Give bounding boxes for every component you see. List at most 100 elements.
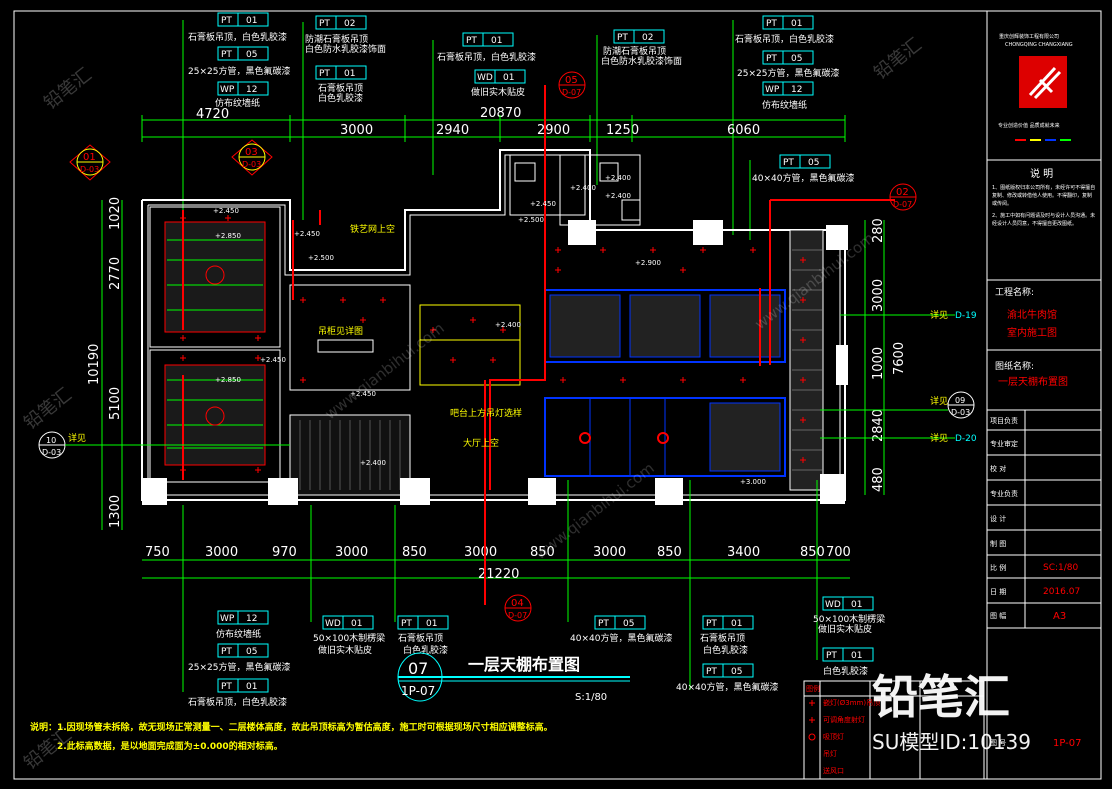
svg-text:+2.450: +2.450 (260, 356, 286, 364)
drawing-label: 图纸名称: (995, 360, 1034, 372)
dim-left-total: 10190 (87, 344, 102, 385)
note: 仿布纹墙纸 (215, 97, 260, 109)
svg-text:05: 05 (565, 75, 578, 86)
top-tags: PT 01 石膏板吊顶，白色乳胶漆 PT 05 25×25方管，黑色氟碳漆 WP… (182, 12, 854, 240)
dim-right: 280 (871, 218, 886, 243)
svg-text:嵌灯(Ø3mm)吊顶: 嵌灯(Ø3mm)吊顶 (823, 698, 880, 707)
dim-right: 2840 (871, 409, 886, 442)
dim-left: 2770 (108, 257, 123, 290)
date-value: 2016.07 (1043, 587, 1080, 597)
dim-bottom: 3400 (727, 545, 760, 560)
svg-text:+3.000: +3.000 (740, 478, 766, 486)
svg-text:项目负责: 项目负责 (990, 416, 1018, 425)
tag-num: 01 (791, 19, 802, 29)
svg-text:专业负责: 专业负责 (990, 489, 1018, 498)
tag-code: WD (477, 73, 493, 83)
svg-text:50×100木制楞梁: 50×100木制楞梁 (313, 632, 385, 644)
detail-refs: 详见 D-19 详见 详见 D-20 详见 (65, 309, 977, 446)
svg-text:+2.450: +2.450 (530, 200, 556, 208)
svg-text:+2.450: +2.450 (213, 207, 239, 215)
svg-text:03: 03 (245, 147, 258, 158)
room-labels: 铁艺网上空 吊柜见详图 大厅上空 吧台上方吊灯选样 (318, 223, 522, 449)
svg-text:吊灯: 吊灯 (823, 749, 837, 758)
svg-text:40×40方管，黑色氟碳漆: 40×40方管，黑色氟碳漆 (676, 681, 778, 693)
dim-bottom: 850 (800, 545, 825, 560)
watermark-id: SU模型ID:10139 (872, 730, 1031, 754)
svg-text:+2.450: +2.450 (294, 230, 320, 238)
size-value: A3 (1053, 611, 1066, 622)
dim-right: 3000 (871, 279, 886, 312)
svg-text:比 例: 比 例 (990, 563, 1006, 572)
section-02: 02 D-07 (889, 183, 917, 211)
dim-bottom: 850 (657, 545, 682, 560)
note: 仿布纹墙纸 (762, 99, 807, 111)
dim-bottom: 970 (272, 545, 297, 560)
company-en: CHONGQING CHANGXIANG (1005, 42, 1073, 48)
left-dimensions: 10190 1020 2770 5100 1300 (87, 197, 123, 530)
svg-text:+2.450: +2.450 (350, 390, 376, 398)
drawing-scale: S:1/80 (575, 692, 607, 703)
svg-text:WP: WP (220, 614, 235, 624)
svg-text:D-03: D-03 (242, 160, 261, 169)
drawing-sheet: 1P-07 (401, 684, 435, 698)
legend-title: 图例 (806, 684, 820, 693)
svg-text:PT: PT (706, 667, 717, 677)
svg-text:01: 01 (246, 682, 257, 692)
svg-text:+2.850: +2.850 (215, 376, 241, 384)
drawing-name: 一层天棚布置图 (998, 375, 1068, 388)
dim-top: 6060 (727, 123, 760, 138)
note: 25×25方管，黑色氟碳漆 (737, 67, 839, 79)
svg-text:日 期: 日 期 (990, 588, 1006, 596)
section-03: 03 D-03 (231, 139, 273, 176)
note: 25×25方管，黑色氟碳漆 (188, 65, 290, 77)
dim-left: 1300 (108, 495, 123, 528)
room-label: 大厅上空 (463, 437, 499, 449)
dim-top: 2900 (537, 123, 570, 138)
svg-text:01: 01 (731, 619, 742, 629)
title-block: 重庆创辉装饰工程有限公司 CHONGQING CHANGXIANG 专业创造价值… (986, 10, 1102, 780)
titleblock-note-2: 2、施工中如有问题请及时与设计人员沟通。未经设计人员同意，不得擅自更改图纸。 (992, 213, 1096, 227)
svg-text:05: 05 (731, 667, 742, 677)
tag-num: 12 (246, 85, 257, 95)
drawing-number: 07 (408, 659, 428, 678)
tag-num: 01 (246, 16, 257, 26)
tag-num: 02 (642, 33, 653, 43)
svg-text:做旧实木贴皮: 做旧实木贴皮 (818, 623, 872, 635)
svg-text:石膏板吊顶: 石膏板吊顶 (398, 632, 443, 644)
svg-text:D-07: D-07 (562, 88, 581, 97)
note: 石膏板吊顶，白色乳胶漆 (437, 51, 536, 63)
svg-text:D-03: D-03 (80, 165, 99, 174)
svg-text:10: 10 (46, 436, 56, 445)
note: 白色防水乳胶漆饰面 (305, 43, 386, 55)
svg-text:石膏板吊顶: 石膏板吊顶 (700, 632, 745, 644)
svg-text:白色乳胶漆: 白色乳胶漆 (823, 665, 868, 677)
dim-top: 1250 (606, 123, 639, 138)
svg-text:01: 01 (851, 600, 862, 610)
svg-text:D-07: D-07 (893, 200, 912, 209)
svg-text:设 计: 设 计 (990, 514, 1006, 523)
section-10: 10 D-03 (38, 431, 66, 459)
floor-plan (141, 85, 895, 605)
svg-text:图 号: 图 号 (990, 739, 1006, 747)
svg-text:+2.500: +2.500 (308, 254, 334, 262)
svg-text:PT: PT (706, 619, 717, 629)
dim-bottom: 3000 (464, 545, 497, 560)
section-05: 05 D-07 (558, 71, 586, 99)
svg-text:01: 01 (351, 619, 362, 629)
tag-code: PT (319, 19, 330, 29)
svg-text:12: 12 (246, 614, 257, 624)
dim-bottom: 3000 (205, 545, 238, 560)
tag-num: 12 (791, 85, 802, 95)
svg-text:D-03: D-03 (951, 408, 970, 417)
svg-text:吸顶灯: 吸顶灯 (823, 732, 844, 741)
dim-top-left: 4720 (196, 107, 229, 122)
svg-text:25×25方管，黑色氟碳漆: 25×25方管，黑色氟碳漆 (188, 661, 290, 673)
dim-left: 5100 (108, 387, 123, 420)
svg-text:01: 01 (83, 152, 96, 163)
dim-right: 7600 (892, 342, 907, 375)
note: 石膏板吊顶 (318, 82, 363, 94)
dim-bottom: 750 (145, 545, 170, 560)
tag-num: 01 (491, 36, 502, 46)
note-2: 2.此标高数据，是以地面完成面为±0.000的相对标高。 (57, 740, 283, 752)
svg-text:PT: PT (401, 619, 412, 629)
